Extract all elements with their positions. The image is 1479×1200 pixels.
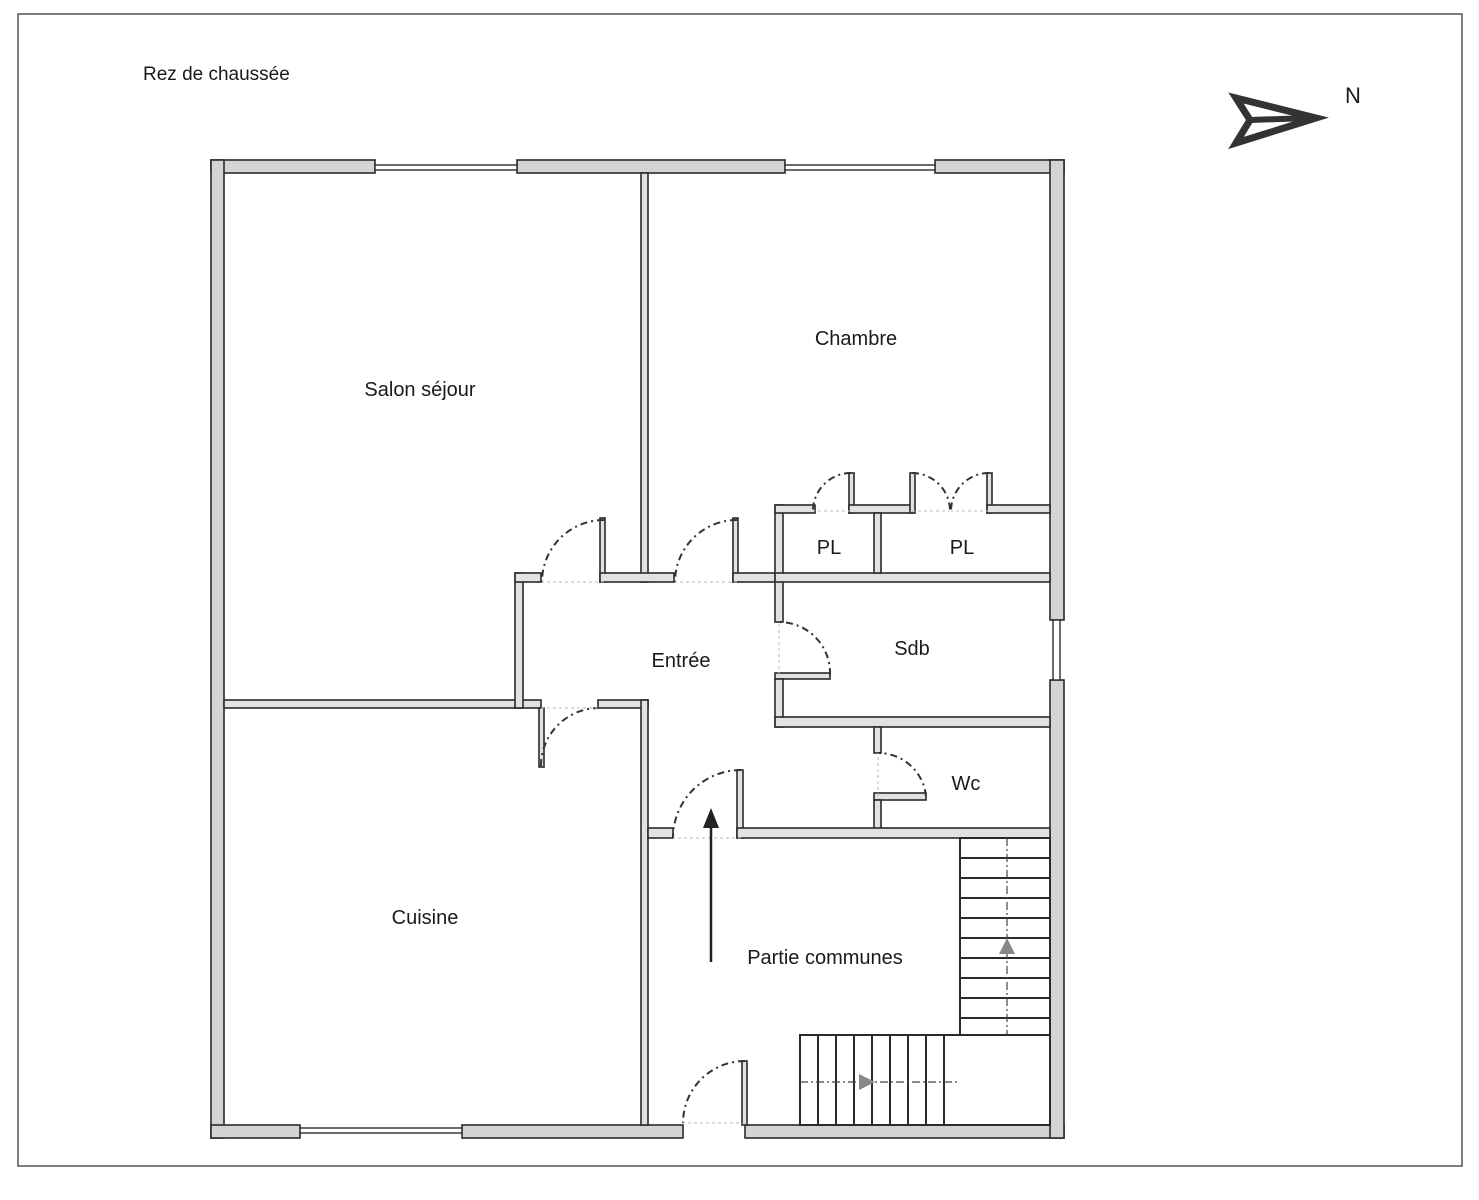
- exterior-wall: [210, 1124, 301, 1139]
- window: [299, 1127, 463, 1134]
- exterior-wall: [210, 159, 376, 174]
- door-swing: [682, 1060, 746, 1124]
- interior-wall: [909, 472, 916, 514]
- interior-wall: [647, 827, 674, 839]
- staircase: [799, 837, 1051, 1126]
- room-label-salon: Salon séjour: [364, 379, 476, 401]
- door-swing: [540, 707, 600, 767]
- north-label: N: [1345, 83, 1361, 108]
- stair-right-arrow-icon: [859, 1074, 875, 1090]
- entry-arrow-icon: [703, 808, 719, 962]
- interior-wall: [640, 172, 649, 583]
- plan-title: Rez de chaussée: [143, 64, 290, 85]
- door-swing: [950, 472, 990, 512]
- interior-wall: [514, 572, 524, 709]
- doors: [540, 472, 990, 1124]
- room-label-cuisine: Cuisine: [392, 907, 459, 929]
- page-frame: [17, 13, 1463, 1167]
- door-swing: [877, 751, 927, 797]
- interior-wall: [873, 792, 927, 801]
- window: [374, 164, 518, 171]
- window: [784, 164, 936, 171]
- interior-wall: [774, 672, 831, 680]
- interior-wall: [873, 726, 882, 754]
- door-swing: [911, 472, 951, 512]
- room-label-chambre: Chambre: [815, 328, 897, 350]
- stair-up-arrow-icon: [999, 938, 1015, 954]
- interior-wall: [873, 512, 882, 574]
- interior-wall: [599, 572, 675, 583]
- door-swing: [674, 519, 738, 583]
- exterior-wall: [516, 159, 786, 174]
- door-swing: [778, 621, 832, 676]
- interior-wall: [986, 504, 1051, 514]
- window: [1052, 619, 1061, 681]
- exterior-wall: [461, 1124, 684, 1139]
- walls: [210, 159, 1065, 1139]
- interior-wall: [774, 572, 1051, 583]
- interior-wall: [774, 504, 784, 623]
- interior-wall: [848, 504, 915, 514]
- room-label-placard-2: PL: [950, 537, 974, 559]
- room-label-placard-1: PL: [817, 537, 841, 559]
- exterior-wall: [934, 159, 1065, 174]
- exterior-wall: [744, 1124, 1065, 1139]
- interior-wall: [774, 504, 816, 514]
- stair-flight-vertical: [959, 837, 1051, 1036]
- interior-wall: [514, 572, 542, 583]
- north-arrow-icon: [1228, 92, 1329, 150]
- door-swing: [812, 472, 852, 512]
- interior-wall: [741, 1060, 748, 1126]
- interior-wall: [223, 699, 542, 709]
- room-label-parties-communes: Partie communes: [747, 947, 903, 969]
- exterior-wall: [1049, 159, 1065, 621]
- interior-wall: [736, 827, 1051, 839]
- room-label-wc: Wc: [952, 773, 981, 795]
- interior-wall: [538, 707, 545, 768]
- room-label-entree: Entrée: [652, 650, 711, 672]
- interior-wall: [640, 699, 649, 1126]
- door-swing: [672, 769, 742, 839]
- room-label-sdb: Sdb: [894, 638, 930, 660]
- exterior-wall: [210, 159, 225, 1139]
- interior-wall: [774, 716, 1051, 728]
- exterior-wall: [1049, 679, 1065, 1139]
- door-swing: [541, 519, 605, 583]
- interior-wall: [873, 799, 882, 831]
